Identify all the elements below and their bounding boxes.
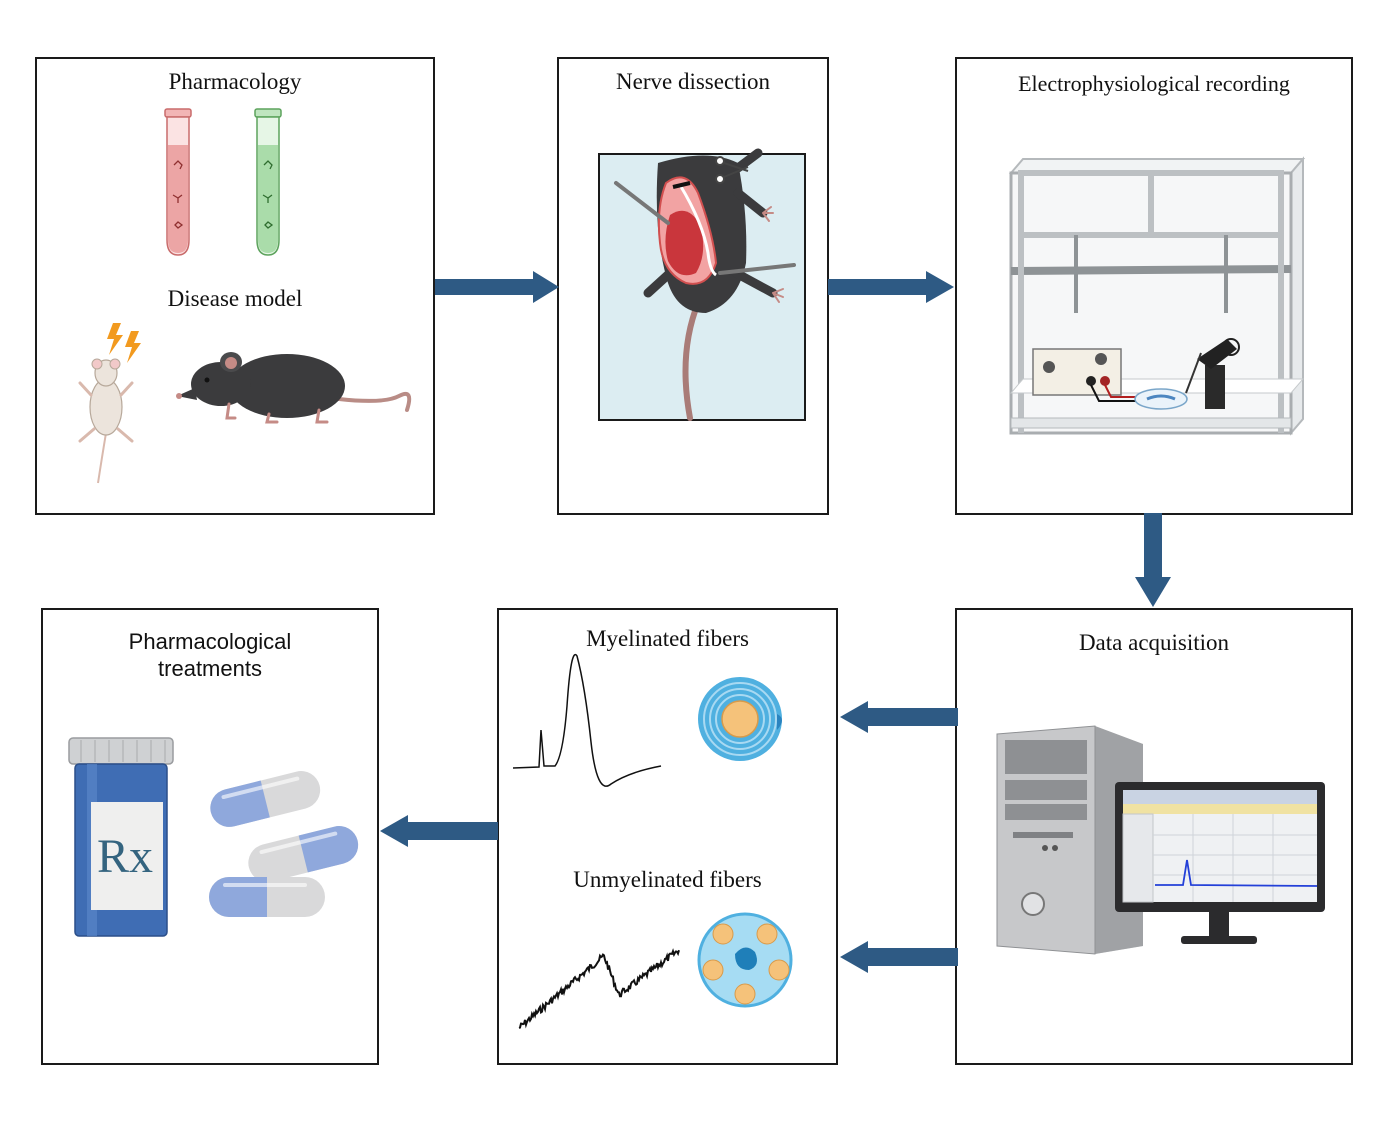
capsule-icon	[209, 877, 325, 917]
panel-treatments: Pharmacological treatments Rx	[41, 608, 379, 1065]
capsule-icon	[248, 826, 359, 882]
myelinated-title: Myelinated fibers	[586, 626, 749, 651]
scissors-icon	[715, 156, 749, 184]
nerve-dissection-title: Nerve dissection	[616, 69, 770, 94]
disease-model-title: Disease model	[167, 286, 303, 311]
arrow-right-icon	[828, 271, 954, 303]
unmyelinated-title: Unmyelinated fibers	[573, 867, 762, 892]
panel-pharmacology: Pharmacology Disease model	[35, 57, 435, 515]
data-acquisition-title: Data acquisition	[1078, 630, 1230, 655]
arrow-down-icon	[1135, 513, 1171, 607]
capsule-icon	[210, 771, 321, 827]
arrow-right-icon	[435, 271, 559, 303]
mouse-icon	[176, 352, 412, 424]
test-tube-icon	[164, 108, 192, 256]
monitor-icon	[1115, 782, 1325, 944]
panel-nerve-dissection: Nerve dissection	[557, 57, 829, 515]
rx-label: Rx	[97, 830, 153, 883]
electrophysiology-title: Electrophysiological recording	[1018, 71, 1290, 96]
panel-fibers: Myelinated fibers Unmyelinated fibers	[497, 608, 838, 1065]
treatments-title-line2: treatments	[158, 656, 262, 681]
mouse-icon	[78, 358, 134, 484]
myelinated-trace	[512, 653, 662, 787]
pill-bottle-icon: Rx	[68, 737, 174, 937]
panel-electrophysiology: Electrophysiological recording	[955, 57, 1353, 515]
remak-bundle-icon	[697, 912, 793, 1008]
arrow-left-icon	[380, 815, 498, 847]
faraday-cage-icon	[1008, 156, 1306, 436]
panel-data-acquisition: Data acquisition	[955, 608, 1353, 1065]
arrow-left-icon	[840, 941, 958, 973]
dissection-illustration	[598, 148, 806, 421]
myelin-cross-section-icon	[698, 677, 782, 761]
lightning-icon	[107, 323, 141, 363]
unmyelinated-trace	[518, 948, 680, 1029]
arrow-left-icon	[840, 701, 958, 733]
pharmacology-title: Pharmacology	[168, 69, 302, 94]
test-tube-icon	[254, 108, 282, 256]
treatments-title-line1: Pharmacological	[128, 629, 292, 654]
